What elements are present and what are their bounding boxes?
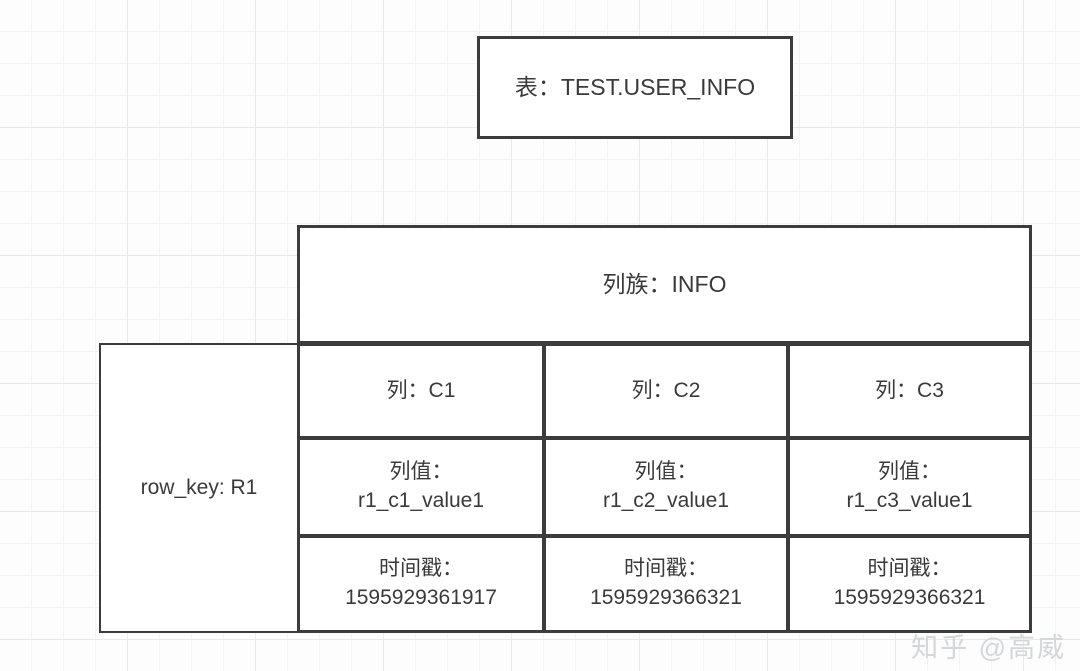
- column-header-cell-c1: 列：C1: [297, 343, 545, 439]
- column-value-text: r1_c3_value1: [846, 489, 973, 512]
- timestamp-label: 时间戳：: [379, 557, 463, 581]
- row-key-text: row_key: R1: [141, 474, 258, 502]
- timestamp-value: 1595929366321: [590, 586, 742, 609]
- row-key-cell: row_key: R1: [99, 343, 299, 633]
- column-value-text: r1_c2_value1: [602, 489, 730, 512]
- timestamp-cell-c1: 时间戳： 1595929361917: [297, 535, 545, 633]
- row-key-value: R1: [230, 476, 258, 500]
- timestamp-value: 1595929361917: [345, 586, 497, 609]
- timestamp-label: 时间戳：: [867, 557, 952, 581]
- timestamp-label: 时间戳：: [624, 557, 708, 581]
- column-value-text: r1_c1_value1: [357, 489, 485, 512]
- column-header-label: 列：C2: [631, 378, 701, 402]
- row-key-label: row_key:: [140, 476, 225, 500]
- column-family-label: 列族：INFO: [602, 271, 727, 298]
- timestamp-value: 1595929366321: [833, 586, 986, 609]
- column-value-label: 列值：: [634, 460, 698, 484]
- watermark: 知乎 @高威: [911, 633, 1066, 663]
- column-value-cell-c1: 列值： r1_c1_value1: [297, 437, 545, 537]
- column-value-cell-c2: 列值： r1_c2_value1: [543, 437, 789, 537]
- table-name-label: 表：TEST.USER_INFO: [514, 74, 756, 101]
- column-header-label: 列：C1: [386, 378, 456, 402]
- column-value-label: 列值：: [878, 460, 941, 484]
- column-header-cell-c3: 列：C3: [787, 343, 1032, 439]
- table-name-box: 表：TEST.USER_INFO: [477, 36, 793, 139]
- column-header-cell-c2: 列：C2: [543, 343, 789, 439]
- timestamp-cell-c3: 时间戳： 1595929366321: [787, 535, 1032, 633]
- column-family-box: 列族：INFO: [297, 225, 1032, 344]
- column-header-label: 列：C3: [875, 378, 944, 402]
- timestamp-cell-c2: 时间戳： 1595929366321: [543, 535, 789, 633]
- column-value-label: 列值：: [389, 460, 453, 484]
- column-value-cell-c3: 列值： r1_c3_value1: [787, 437, 1032, 537]
